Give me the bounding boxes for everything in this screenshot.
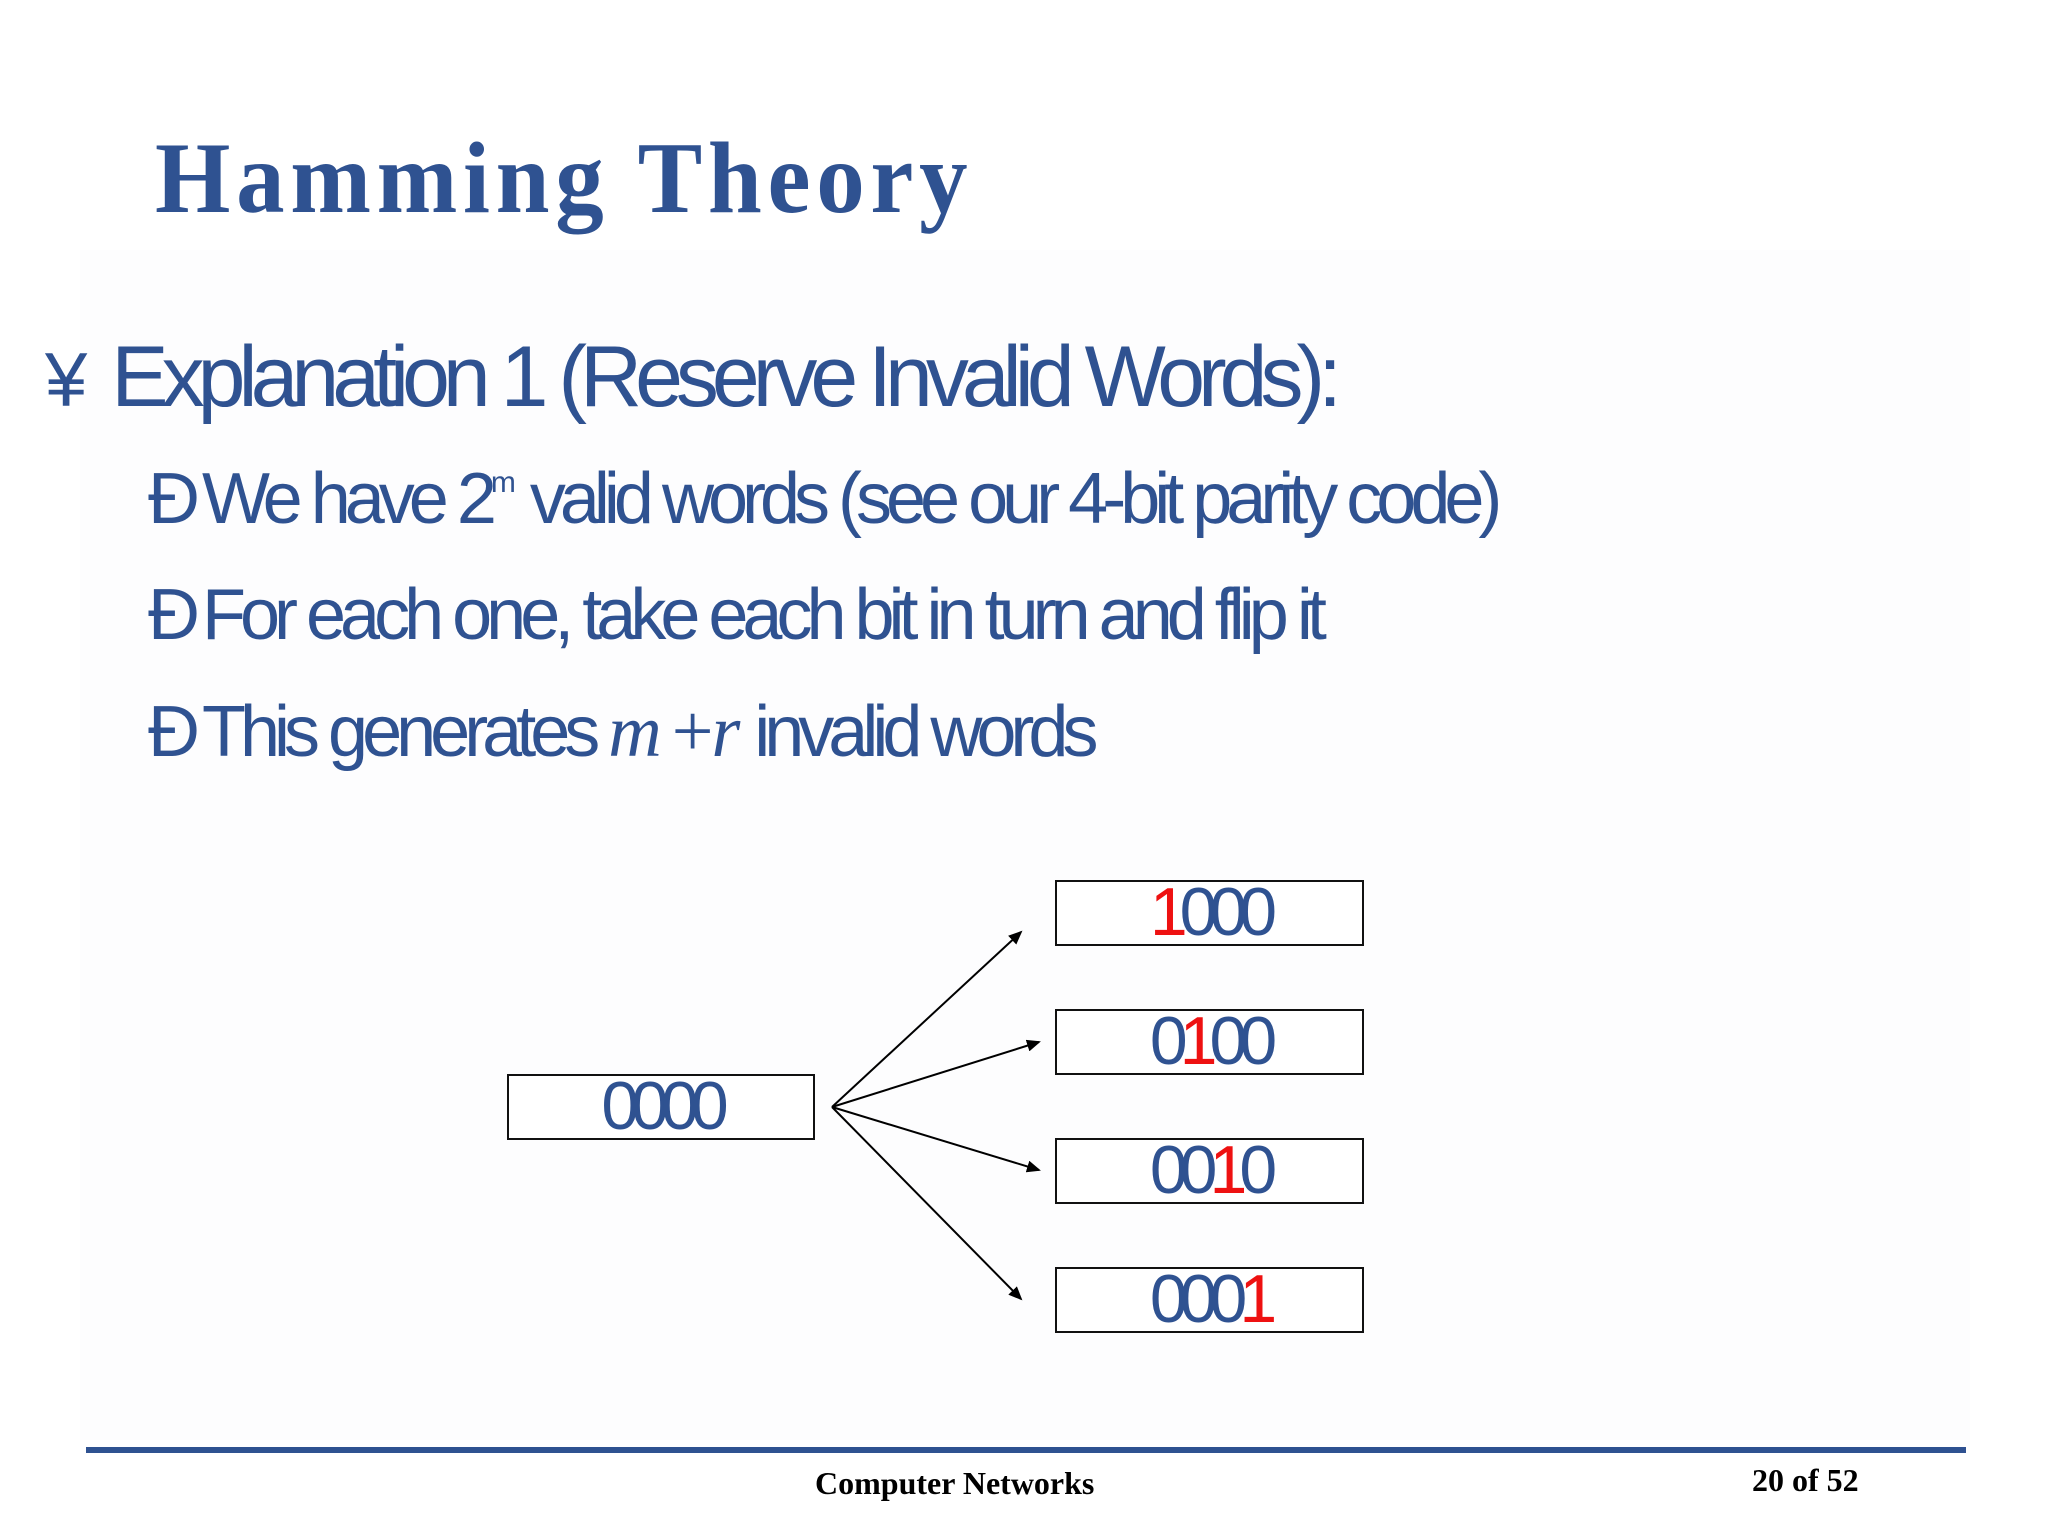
bullet-text: invalid words bbox=[740, 692, 1098, 772]
bits-pre: 00 bbox=[1149, 1132, 1218, 1208]
flipped-bit: 1 bbox=[1239, 1261, 1277, 1337]
arrow-to-0001 bbox=[831, 1106, 1023, 1301]
bullet-text: Explanation 1 (Reserve Invalid Words): bbox=[111, 329, 1342, 425]
source-word-box: 0000 bbox=[507, 1072, 815, 1140]
bits-pre: 000 bbox=[1149, 1261, 1248, 1337]
bullet-text: For each one, take each bit in turn and … bbox=[202, 575, 1327, 655]
bits-post: 000 bbox=[1179, 874, 1278, 950]
source-word: 0000 bbox=[601, 1068, 728, 1144]
bullet-level1: ¥ Explanation 1 (Reserve Invalid Words): bbox=[45, 329, 1342, 425]
arrow-to-0010 bbox=[831, 1106, 1041, 1173]
flipped-bit: 1 bbox=[1179, 1003, 1218, 1079]
bullet-text: We have 2 bbox=[202, 459, 497, 539]
math-r: r bbox=[711, 691, 741, 773]
superscript-m: m bbox=[490, 466, 516, 499]
slide-background bbox=[80, 250, 1970, 1440]
bullet-level2-valid-words: ÐWe have 2m valid words (see our 4-bit pa… bbox=[148, 459, 1503, 539]
bits-post: 0 bbox=[1239, 1132, 1277, 1208]
math-m: m bbox=[608, 691, 662, 773]
eth-bullet-icon: Ð bbox=[148, 459, 200, 539]
slide-title: Hamming Theory bbox=[155, 122, 974, 235]
flipped-bit: 1 bbox=[1209, 1132, 1247, 1208]
arrow-to-0100 bbox=[831, 1039, 1041, 1108]
flipped-word-box-0001: 0001 bbox=[1055, 1265, 1364, 1333]
flipped-bit: 1 bbox=[1149, 874, 1188, 950]
flipped-word-box-0100: 0100 bbox=[1055, 1007, 1364, 1075]
bits-post: 00 bbox=[1209, 1003, 1278, 1079]
bullet-text: This generates bbox=[202, 692, 609, 772]
bullet-level2-invalid-count: ÐThis generates m+r invalid words bbox=[148, 691, 1098, 773]
bits-pre: 0 bbox=[1149, 1003, 1188, 1079]
footer-page-number: 20 of 52 bbox=[1752, 1462, 1859, 1498]
bullet-level2-flip-bits: ÐFor each one, take each bit in turn and… bbox=[148, 575, 1327, 655]
math-plus: + bbox=[671, 691, 714, 773]
footer-divider bbox=[86, 1447, 1966, 1453]
bullet-text: valid words (see our 4-bit parity code) bbox=[529, 459, 1503, 539]
flipped-word-box-1000: 1000 bbox=[1055, 878, 1364, 946]
eth-bullet-icon: Ð bbox=[148, 692, 200, 772]
footer-course-title: Computer Networks bbox=[815, 1465, 1095, 1501]
arrow-to-1000 bbox=[831, 930, 1023, 1108]
yen-bullet-icon: ¥ bbox=[45, 338, 88, 423]
eth-bullet-icon: Ð bbox=[148, 575, 200, 655]
math-expression: m+r bbox=[608, 691, 740, 773]
flipped-word-box-0010: 0010 bbox=[1055, 1136, 1364, 1204]
